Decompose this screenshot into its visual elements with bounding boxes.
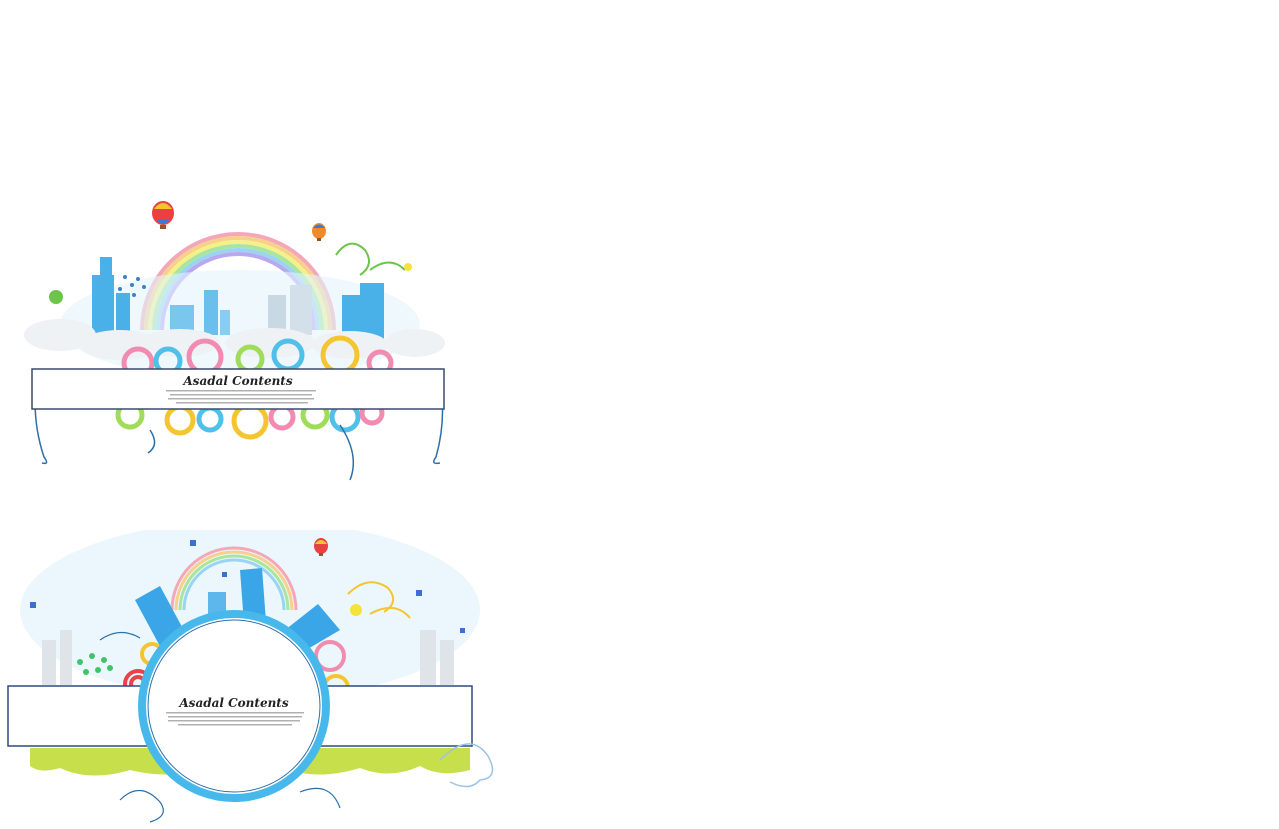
caption-body-text (166, 712, 304, 726)
banner-top-illustration: Asadal Contents (24, 201, 445, 481)
round-frame-city-banner-bottom: Asadal Contents (0, 530, 500, 829)
rainbow-city-banner-top: Asadal Contents (20, 195, 460, 490)
floral-ornament (99, 631, 341, 823)
star-cluster (77, 653, 113, 675)
caption-body-text (166, 390, 316, 404)
swirl-decoration (335, 242, 406, 276)
hot-air-balloon-icon (312, 223, 326, 241)
hot-air-balloon-icon (152, 201, 174, 229)
banner-title: Asadal Contents (178, 696, 288, 710)
round-frame (138, 610, 330, 802)
hot-air-balloon-icon (314, 538, 328, 556)
swirl-decoration (347, 581, 411, 619)
banner-title: Asadal Contents (182, 374, 292, 388)
sparkle-decoration (30, 540, 465, 633)
sunburst-pattern (118, 275, 146, 297)
city-skyline (92, 257, 384, 345)
rainbow-arc (170, 546, 298, 611)
distant-skyline (42, 630, 454, 685)
banner-bottom-illustration: Asadal Contents (7, 530, 494, 823)
